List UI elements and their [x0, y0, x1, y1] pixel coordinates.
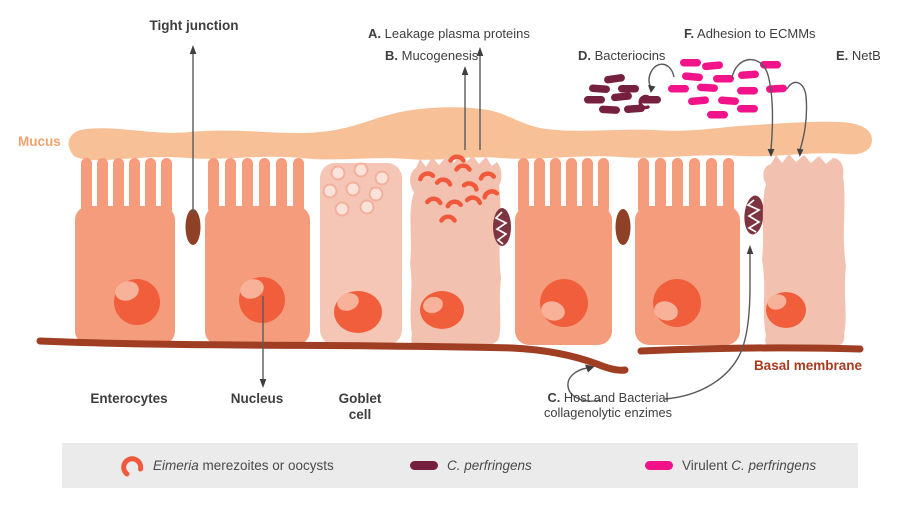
callout-a-label: A. Leakage plasma proteins [368, 26, 530, 42]
legend-item-virulent-c-perfringens: Virulent C. perfringens [645, 443, 816, 488]
callout-d-text: Bacteriocins [594, 48, 666, 63]
nucleus-enterocyte-3 [540, 279, 588, 327]
nucleus-damaged-cell-right [766, 292, 806, 328]
adhered-microbe-2 [744, 195, 764, 235]
callout-b-label: B. Mucogenesis [385, 48, 479, 64]
goblet-cell-label: Goblet cell [312, 391, 408, 422]
basal-membrane-label: Basal membrane [753, 358, 862, 373]
nucleus-enterocyte-4 [653, 279, 701, 327]
mucus-layer [68, 107, 873, 161]
mucogenesis-arrow-b [461, 66, 469, 150]
tight-junction-structure-1 [185, 209, 201, 245]
legend: Eimeria merezoites or oocysts C. perfrin… [62, 443, 858, 488]
callout-b-text: Mucogenesis [401, 48, 479, 63]
damaged-cell-eimeria [410, 153, 502, 350]
enterocytes-label: Enterocytes [90, 391, 168, 406]
enterocyte-cell-4 [635, 158, 740, 345]
callout-c-line1: C. Host and Bacterial [526, 390, 690, 406]
lysed-bacterium [638, 94, 650, 110]
adhesion-arrow-f [731, 58, 775, 157]
eimeria-crescent-icon [121, 455, 144, 476]
nucleus-arrow [259, 296, 267, 388]
c-perfringens-rod-icon [410, 461, 438, 470]
leakage-arrow-a [476, 47, 484, 150]
nucleus-goblet [334, 291, 382, 333]
goblet-cell-shape [320, 162, 402, 345]
tight-junction-arrow [189, 45, 197, 214]
goblet-cell-label-line1: Goblet [338, 391, 382, 406]
enterocyte-cell-3 [515, 158, 612, 345]
bacteriocins-arrow-d [648, 63, 675, 93]
mucin-vesicles [322, 162, 390, 217]
virulent-c-perfringens-cluster [668, 59, 787, 119]
tight-junction-structure-2 [615, 209, 631, 245]
legend-c-perfringens-text: C. perfringens [447, 458, 532, 473]
callout-f-text: Adhesion to ECMMs [697, 26, 816, 41]
virulent-c-perfringens-rod-icon [645, 461, 673, 470]
callout-a-prefix: A. [368, 26, 381, 41]
zigzag-toxin-mark [494, 211, 508, 245]
tight-junction-label: Tight junction [149, 18, 239, 33]
legend-virulent-text: Virulent C. perfringens [682, 458, 817, 473]
callout-e-text: NetB [851, 48, 881, 63]
callout-e-prefix: E. [836, 48, 849, 63]
legend-item-c-perfringens: C. perfringens [410, 443, 532, 488]
legend-eimeria-text: Eimeria merezoites or oocysts [153, 458, 334, 473]
basal-membrane-broken-segment [36, 337, 629, 374]
nucleus-enterocyte-2 [239, 277, 285, 323]
goblet-cell-label-line2: cell [348, 406, 372, 422]
callout-b-prefix: B. [385, 48, 398, 63]
basal-membrane-line [36, 337, 864, 374]
c-perfringens-cluster [584, 74, 661, 114]
callout-d-label: D. Bacteriocins [578, 48, 666, 64]
callout-a-text: Leakage plasma proteins [384, 26, 530, 41]
callout-c-text2: collagenolytic enzimes [543, 404, 673, 420]
nucleus-label: Nucleus [230, 391, 284, 406]
callout-d-prefix: D. [578, 48, 591, 63]
legend-item-eimeria: Eimeria merezoites or oocysts [120, 443, 334, 488]
enterocyte-cell-1 [75, 158, 175, 345]
callout-c-text1: Host and Bacterial [563, 390, 669, 405]
nucleus-enterocyte-1 [114, 279, 160, 325]
collagenolytic-arrow-to-membrane [567, 364, 602, 402]
nucleus-damaged-cell [420, 291, 464, 329]
annotation-arrows [189, 45, 808, 402]
zigzag-toxin-mark [746, 199, 761, 233]
basal-membrane-right-segment [637, 344, 864, 355]
netb-arrow-e [786, 81, 808, 157]
damaged-cell-right [762, 154, 846, 350]
callout-f-label: F. Adhesion to ECMMs [684, 26, 816, 42]
mucus-label: Mucus [18, 134, 61, 149]
adhered-microbe-1 [493, 208, 511, 246]
callout-e-label: E. NetB [836, 48, 881, 64]
callout-c-label: C. Host and Bacterial collagenolytic enz… [526, 390, 690, 420]
callout-f-prefix: F. [684, 26, 695, 41]
collagenolytic-arrow-to-microbe [664, 245, 754, 400]
enterocyte-cell-2 [205, 158, 310, 345]
callout-c-prefix: C. [547, 390, 561, 405]
